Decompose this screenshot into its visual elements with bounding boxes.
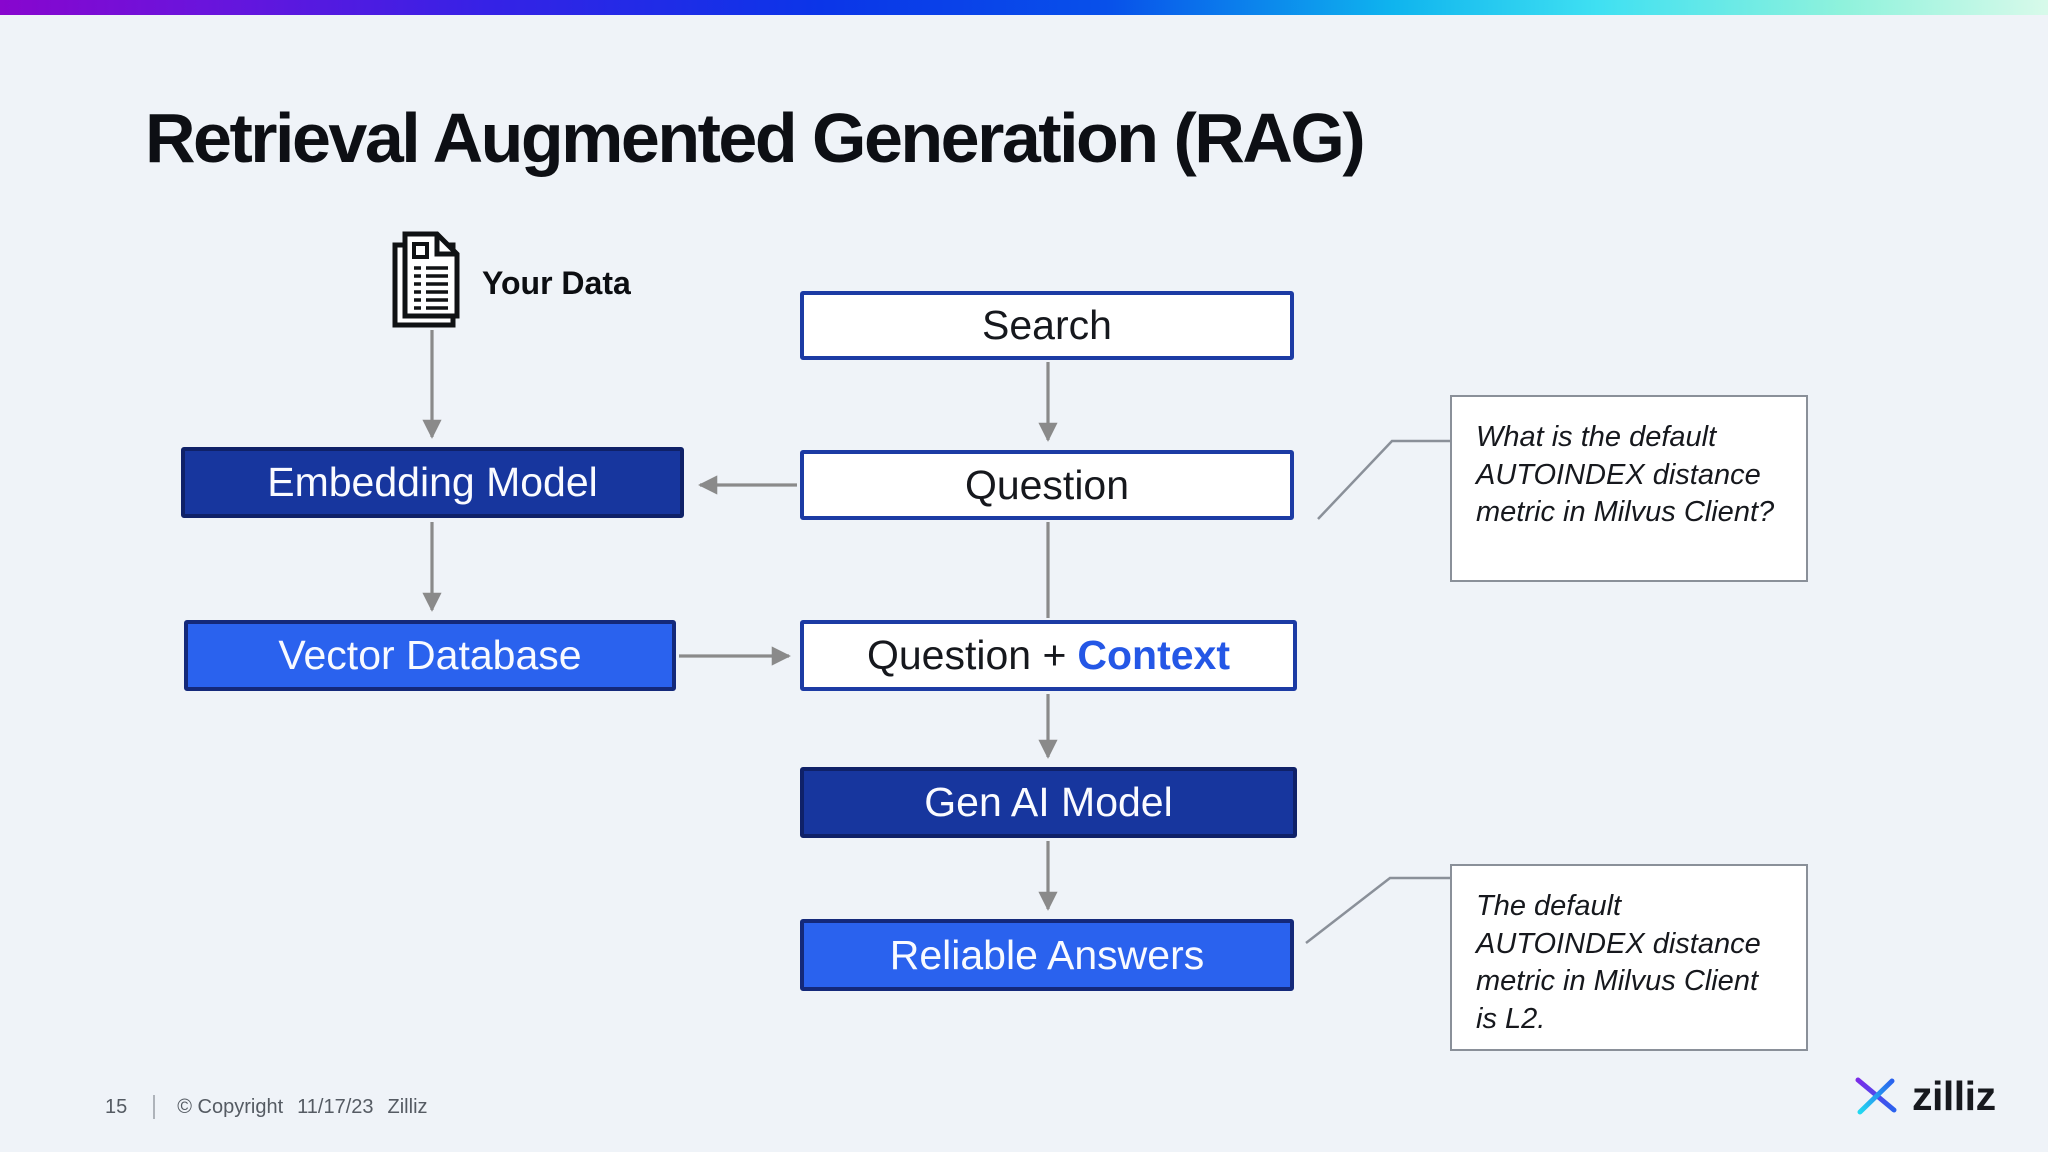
footer-page-number: 15 [105,1095,128,1118]
question-context-highlight: Context [1077,632,1231,678]
footer-copyright: © Copyright [177,1095,284,1118]
callout-answer-connector [1305,876,1452,944]
node-question-context: Question + Context [800,620,1297,691]
node-search: Search [800,291,1294,360]
page-title: Retrieval Augmented Generation (RAG) [145,99,1366,177]
node-embedding-model: Embedding Model [181,447,684,518]
callout-question-connector [1317,439,1452,520]
zilliz-logo: zilliz [1848,1068,1996,1124]
your-data-group [390,230,468,330]
question-context-prefix: Question + [866,632,1067,678]
node-reliable-answers: Reliable Answers [800,919,1294,991]
footer: 15 © Copyright 11/17/23 Zilliz [105,1095,428,1119]
node-gen-ai-model: Gen AI Model [800,767,1297,838]
your-data-label: Your Data [482,265,631,301]
document-stack-icon [392,231,460,328]
node-question: Question [800,450,1294,520]
footer-date: 11/17/23 [297,1095,374,1118]
footer-company: Zilliz [387,1095,428,1118]
zilliz-starburst-icon [1851,1068,1901,1124]
top-gradient-bar [0,0,2048,15]
callout-question-note: What is the default AUTOINDEX distance m… [1450,395,1808,582]
callout-answer-note: The default AUTOINDEX distance metric in… [1450,864,1808,1051]
footer-divider [153,1095,156,1119]
zilliz-logo-text: zilliz [1912,1072,1996,1119]
node-vector-database: Vector Database [184,620,676,691]
